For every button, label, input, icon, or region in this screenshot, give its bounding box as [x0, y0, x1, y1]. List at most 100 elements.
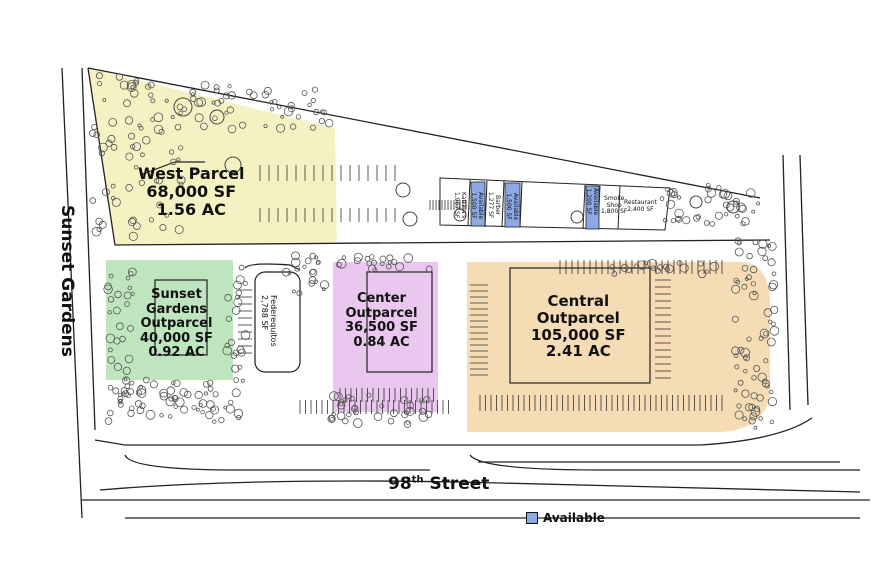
- tree-icon: [228, 399, 234, 405]
- tree-icon: [693, 214, 700, 222]
- tree-icon: [742, 355, 748, 361]
- tree-icon: [319, 280, 330, 290]
- tree-icon: [148, 217, 154, 223]
- tree-icon: [281, 267, 291, 277]
- tree-icon: [150, 98, 156, 104]
- unit-available-1[interactable]: [470, 181, 486, 227]
- tree-icon: [198, 402, 203, 407]
- tree-icon: [757, 246, 767, 256]
- tree-icon: [734, 247, 744, 257]
- tree-icon: [328, 391, 339, 401]
- tree-icon: [364, 255, 371, 262]
- unit5-sf: 1,200 SF: [585, 188, 593, 215]
- tree-icon: [748, 417, 756, 425]
- tree-icon: [200, 80, 210, 90]
- tree-icon: [733, 388, 738, 393]
- tree-icon: [704, 196, 712, 204]
- tree-icon: [103, 284, 113, 295]
- tree-icon: [189, 95, 197, 102]
- tree-icon: [404, 410, 410, 416]
- federequitos-label: Federequitos 2,788 SF: [259, 295, 278, 347]
- tree-icon: [741, 389, 750, 398]
- tree-icon: [128, 231, 138, 241]
- center-outparcel-area[interactable]: [333, 262, 438, 412]
- tree-icon: [224, 342, 230, 349]
- tree-icon: [733, 200, 740, 208]
- tree-icon: [190, 92, 196, 97]
- tree-icon: [405, 420, 410, 425]
- tree-icon: [120, 387, 128, 394]
- tree-icon: [123, 291, 132, 300]
- tree-icon: [737, 379, 744, 386]
- tree-icon: [207, 385, 214, 392]
- tree-icon: [125, 184, 133, 192]
- tree-icon: [169, 149, 175, 155]
- tree-icon: [336, 258, 347, 269]
- west-parcel-sf: 68,000 SF: [146, 181, 237, 201]
- tree-icon: [697, 260, 704, 267]
- tree-icon: [173, 404, 179, 409]
- tree-icon: [263, 124, 268, 129]
- tree-icon: [227, 124, 237, 134]
- unit-available-3[interactable]: [585, 185, 600, 230]
- tree-icon: [107, 356, 116, 364]
- west-parcel-area[interactable]: [88, 68, 337, 245]
- tree-icon: [115, 322, 124, 331]
- tree-icon: [158, 128, 165, 135]
- tree-icon: [674, 208, 684, 219]
- tree-icon: [209, 405, 219, 415]
- tree-icon: [211, 100, 216, 105]
- tree-icon: [178, 110, 183, 116]
- tree-icon: [353, 252, 363, 262]
- tree-icon: [741, 264, 749, 272]
- tree-icon: [734, 364, 740, 370]
- tree-icon: [119, 335, 126, 343]
- center-ac: 0.84 AC: [353, 334, 410, 350]
- unit-available-2[interactable]: [504, 182, 521, 228]
- tree-icon: [224, 110, 229, 115]
- center-outparcel-label: Center Outparcel 36,500 SF 0.84 AC: [345, 291, 418, 350]
- central-outparcel-label: Central Outparcel 105,000 SF 2.41 AC: [531, 293, 626, 360]
- tree-icon: [218, 416, 225, 424]
- tree-icon: [240, 330, 251, 340]
- sunset-gardens-street-label: Sunset Gardens: [57, 205, 77, 357]
- tree-icon: [418, 412, 429, 422]
- tree-icon: [763, 331, 769, 337]
- tree-icon: [239, 121, 247, 129]
- tree-icon: [110, 183, 116, 189]
- center-line2: Outparcel: [345, 305, 418, 321]
- tree-icon: [682, 216, 691, 225]
- tree-icon: [341, 255, 347, 260]
- tree-icon: [768, 282, 777, 292]
- tree-icon: [726, 203, 735, 212]
- barber-sf: 1,277 SF: [487, 192, 495, 219]
- tree-icon: [767, 258, 776, 267]
- tree-icon: [307, 102, 312, 108]
- tree-icon: [753, 425, 758, 430]
- tree-icon: [751, 209, 756, 214]
- unit2-name: Available: [477, 192, 484, 220]
- tree-icon: [124, 301, 130, 307]
- tree-icon: [206, 400, 215, 409]
- tree-icon: [107, 134, 116, 143]
- tree-icon: [325, 118, 334, 128]
- tree-icon: [310, 97, 316, 104]
- tree-icon: [233, 297, 243, 307]
- tree-icon: [662, 217, 668, 223]
- tree-icon: [176, 103, 184, 111]
- tree-icon: [387, 418, 395, 425]
- central-outparcel-area[interactable]: [467, 262, 770, 432]
- central-ac: 2.41 AC: [545, 342, 611, 361]
- tree-icon: [295, 114, 302, 120]
- tree-icon: [321, 109, 328, 116]
- tree-icon: [117, 395, 124, 402]
- tree-icon: [761, 379, 770, 388]
- tree-icon: [104, 417, 113, 425]
- tree-icon: [321, 287, 326, 292]
- tree-icon: [114, 290, 122, 299]
- tree-icon: [147, 81, 155, 89]
- tree-icon: [276, 123, 286, 133]
- tree-icon: [218, 98, 225, 104]
- unit2-label: Available 1,500 SF: [470, 192, 484, 220]
- tree-icon: [342, 397, 348, 403]
